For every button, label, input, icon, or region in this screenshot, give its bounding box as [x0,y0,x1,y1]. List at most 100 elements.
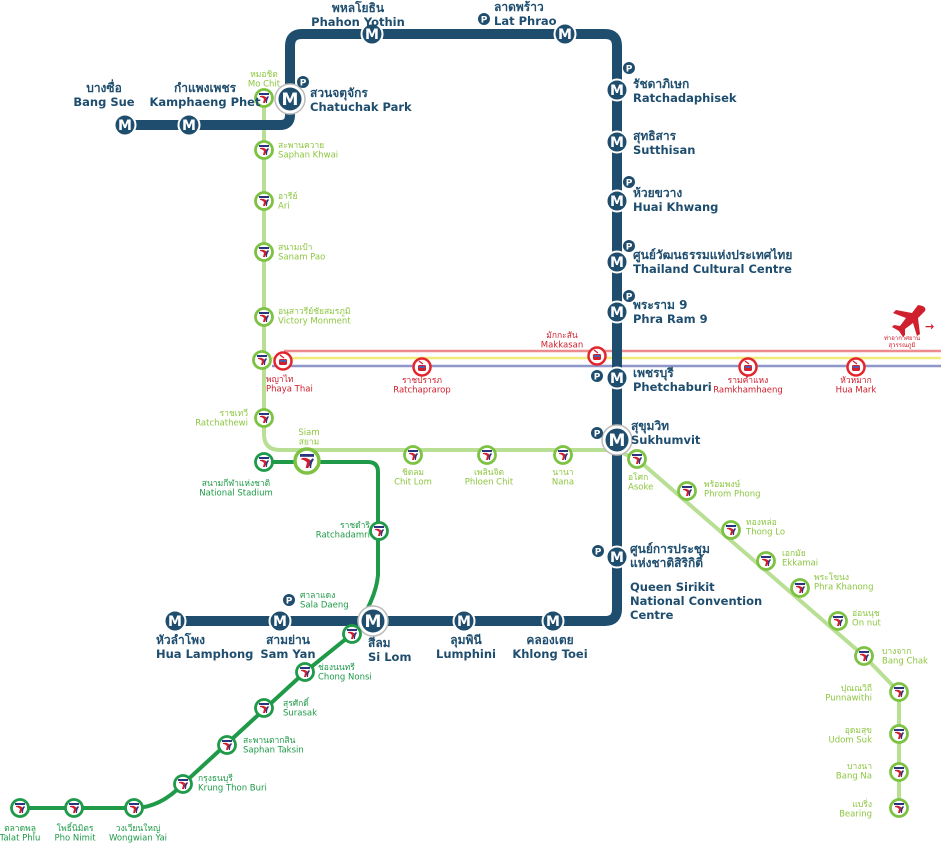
station-name-english: Siam [298,428,319,438]
airport-link-station-hua-mark[interactable] [846,357,866,377]
bts-station-sala-daeng[interactable] [342,624,362,644]
station-name-english: Talat Phlu [0,834,40,844]
bts-station-wongwian-yai[interactable] [124,798,144,818]
station-name-thai: ห้วยขวาง [633,186,682,200]
bts-station-siam[interactable] [293,447,321,475]
bts-station-phra-khanong[interactable] [790,578,810,598]
bts-station-bang-chak[interactable] [854,646,874,666]
bts-station-krung-thon-buri[interactable] [173,774,193,794]
bts-logo-icon [632,454,642,464]
station-name-english: Krung Thon Buri [198,784,267,794]
mrt-station-phetchaburi[interactable]: M [605,366,629,390]
mrt-icon [605,545,629,569]
bts-station-punnawithi[interactable] [889,682,909,702]
mrt-station-hua-lamphong[interactable]: M [163,609,187,633]
station-name-thai: พระโขนง [814,572,849,583]
mrt-station-chatuchak-park[interactable]: M [274,83,306,115]
bts-logo-icon [894,729,904,739]
bts-station-bang-na[interactable] [889,762,909,782]
bts-logo-icon [408,450,418,460]
parking-letter: P [626,179,633,189]
bts-station-nana[interactable] [553,445,573,465]
bts-station-saphan-khwai[interactable] [254,140,274,160]
station-label-surasak: สุรศักดิ์Surasak [283,697,317,719]
station-name-english: Bang Na [836,772,872,782]
station-name-english: Ratchathewi [195,419,248,429]
mrt-station-queen-sirikit-national-convention-centre[interactable]: M [605,545,629,569]
station-name-english: Ramkhamhaeng [713,386,783,396]
bts-station-pho-nimit[interactable] [64,798,84,818]
station-label-mo-chit: หมอชิตMo Chit [248,70,281,90]
mrt-station-si-lom[interactable]: M [357,605,389,637]
bts-station-on-nut[interactable] [828,611,848,631]
station-name-english: Bearing [839,810,872,820]
bts-station-phloen-chit[interactable] [477,445,497,465]
station-name-english: Phetchaburi [633,380,712,394]
station-name-english: Saphan Khwai [278,151,338,161]
bts-station-saphan-taksin[interactable] [217,735,237,755]
mrt-station-phahon-yothin[interactable]: M [360,22,384,46]
bts-logo-icon [894,803,904,813]
mrt-station-bang-sue[interactable]: M [113,113,137,137]
station-name-english: Sam Yan [260,647,315,661]
bts-station-phrom-phong[interactable] [677,481,697,501]
airport-link-station-makkasan[interactable] [587,346,607,366]
bts-station-victory-monment[interactable] [254,307,274,327]
station-name-english: Si Lom [368,650,411,664]
bts-station-national-stadium[interactable] [254,452,274,472]
mrt-station-lumphini[interactable]: M [452,609,476,633]
bts-station-thong-lo[interactable] [721,520,741,540]
bts-station-chong-nonsi[interactable] [295,662,315,682]
station-name-thai: สะพานควาย [278,141,324,151]
airplane-icon [892,305,926,337]
bts-station-ekkamai[interactable] [756,551,776,571]
bts-station-udom-suk[interactable] [889,724,909,744]
mrt-station-khlong-toei[interactable]: M [541,609,565,633]
parking-icon: P [592,545,604,558]
bts-station-mo-chit[interactable] [254,88,274,108]
bts-logo-icon [257,355,267,365]
bts-logo-icon [859,651,869,661]
bts-station-phaya-thai[interactable] [252,350,272,370]
airport-link-station-ramkhamhaeng[interactable] [738,357,758,377]
station-name-english: Khlong Toei [512,647,587,661]
station-name-english: Hua Mark [836,386,877,396]
bts-station-asoke[interactable] [627,449,647,469]
mrt-station-phra-ram-9[interactable]: M [605,300,629,324]
bts-station-ratchadamri[interactable] [369,521,389,541]
bts-station-chit-lom[interactable] [403,445,423,465]
bts-station-ari[interactable] [254,191,274,211]
mrt-station-sutthisan[interactable]: M [605,130,629,154]
mrt-station-lat-phrao[interactable]: M [553,22,577,46]
mrt-station-ratchadaphisek[interactable]: M [605,78,629,102]
mrt-station-sam-yan[interactable]: M [268,609,292,633]
mrt-station-thailand-cultural-centre[interactable]: M [605,250,629,274]
bts-station-bearing[interactable] [889,798,909,818]
mrt-station-huai-khwang[interactable]: M [605,189,629,213]
station-name-thai: ศูนย์การประชุม [630,542,710,557]
bts-station-surasak[interactable] [254,698,274,718]
mrt-station-kamphaeng-phet[interactable]: M [177,113,201,137]
bts-station-sanam-pao[interactable] [254,242,274,262]
bts-station-ratchathewi[interactable] [254,408,274,428]
station-name-thai: สุทธิสาร [633,129,677,144]
mrt-letter: M [546,614,560,630]
station-name-thai: สนามเป้า [278,242,312,253]
station-label-on-nut: อ่อนนุชOn nut [852,609,882,629]
airport-link-station-ratchaprarop[interactable] [412,357,432,377]
mrt-station-sukhumvit[interactable]: M [601,424,633,456]
airport-link-station-phaya-thai[interactable] [273,351,293,371]
bts-station-talat-phlu[interactable] [10,798,30,818]
station-label-phetchaburi: เพชรบุรีPhetchaburi [633,366,712,394]
bts-logo-icon [300,454,314,468]
station-name-thai: ราชเทวี [220,408,249,419]
